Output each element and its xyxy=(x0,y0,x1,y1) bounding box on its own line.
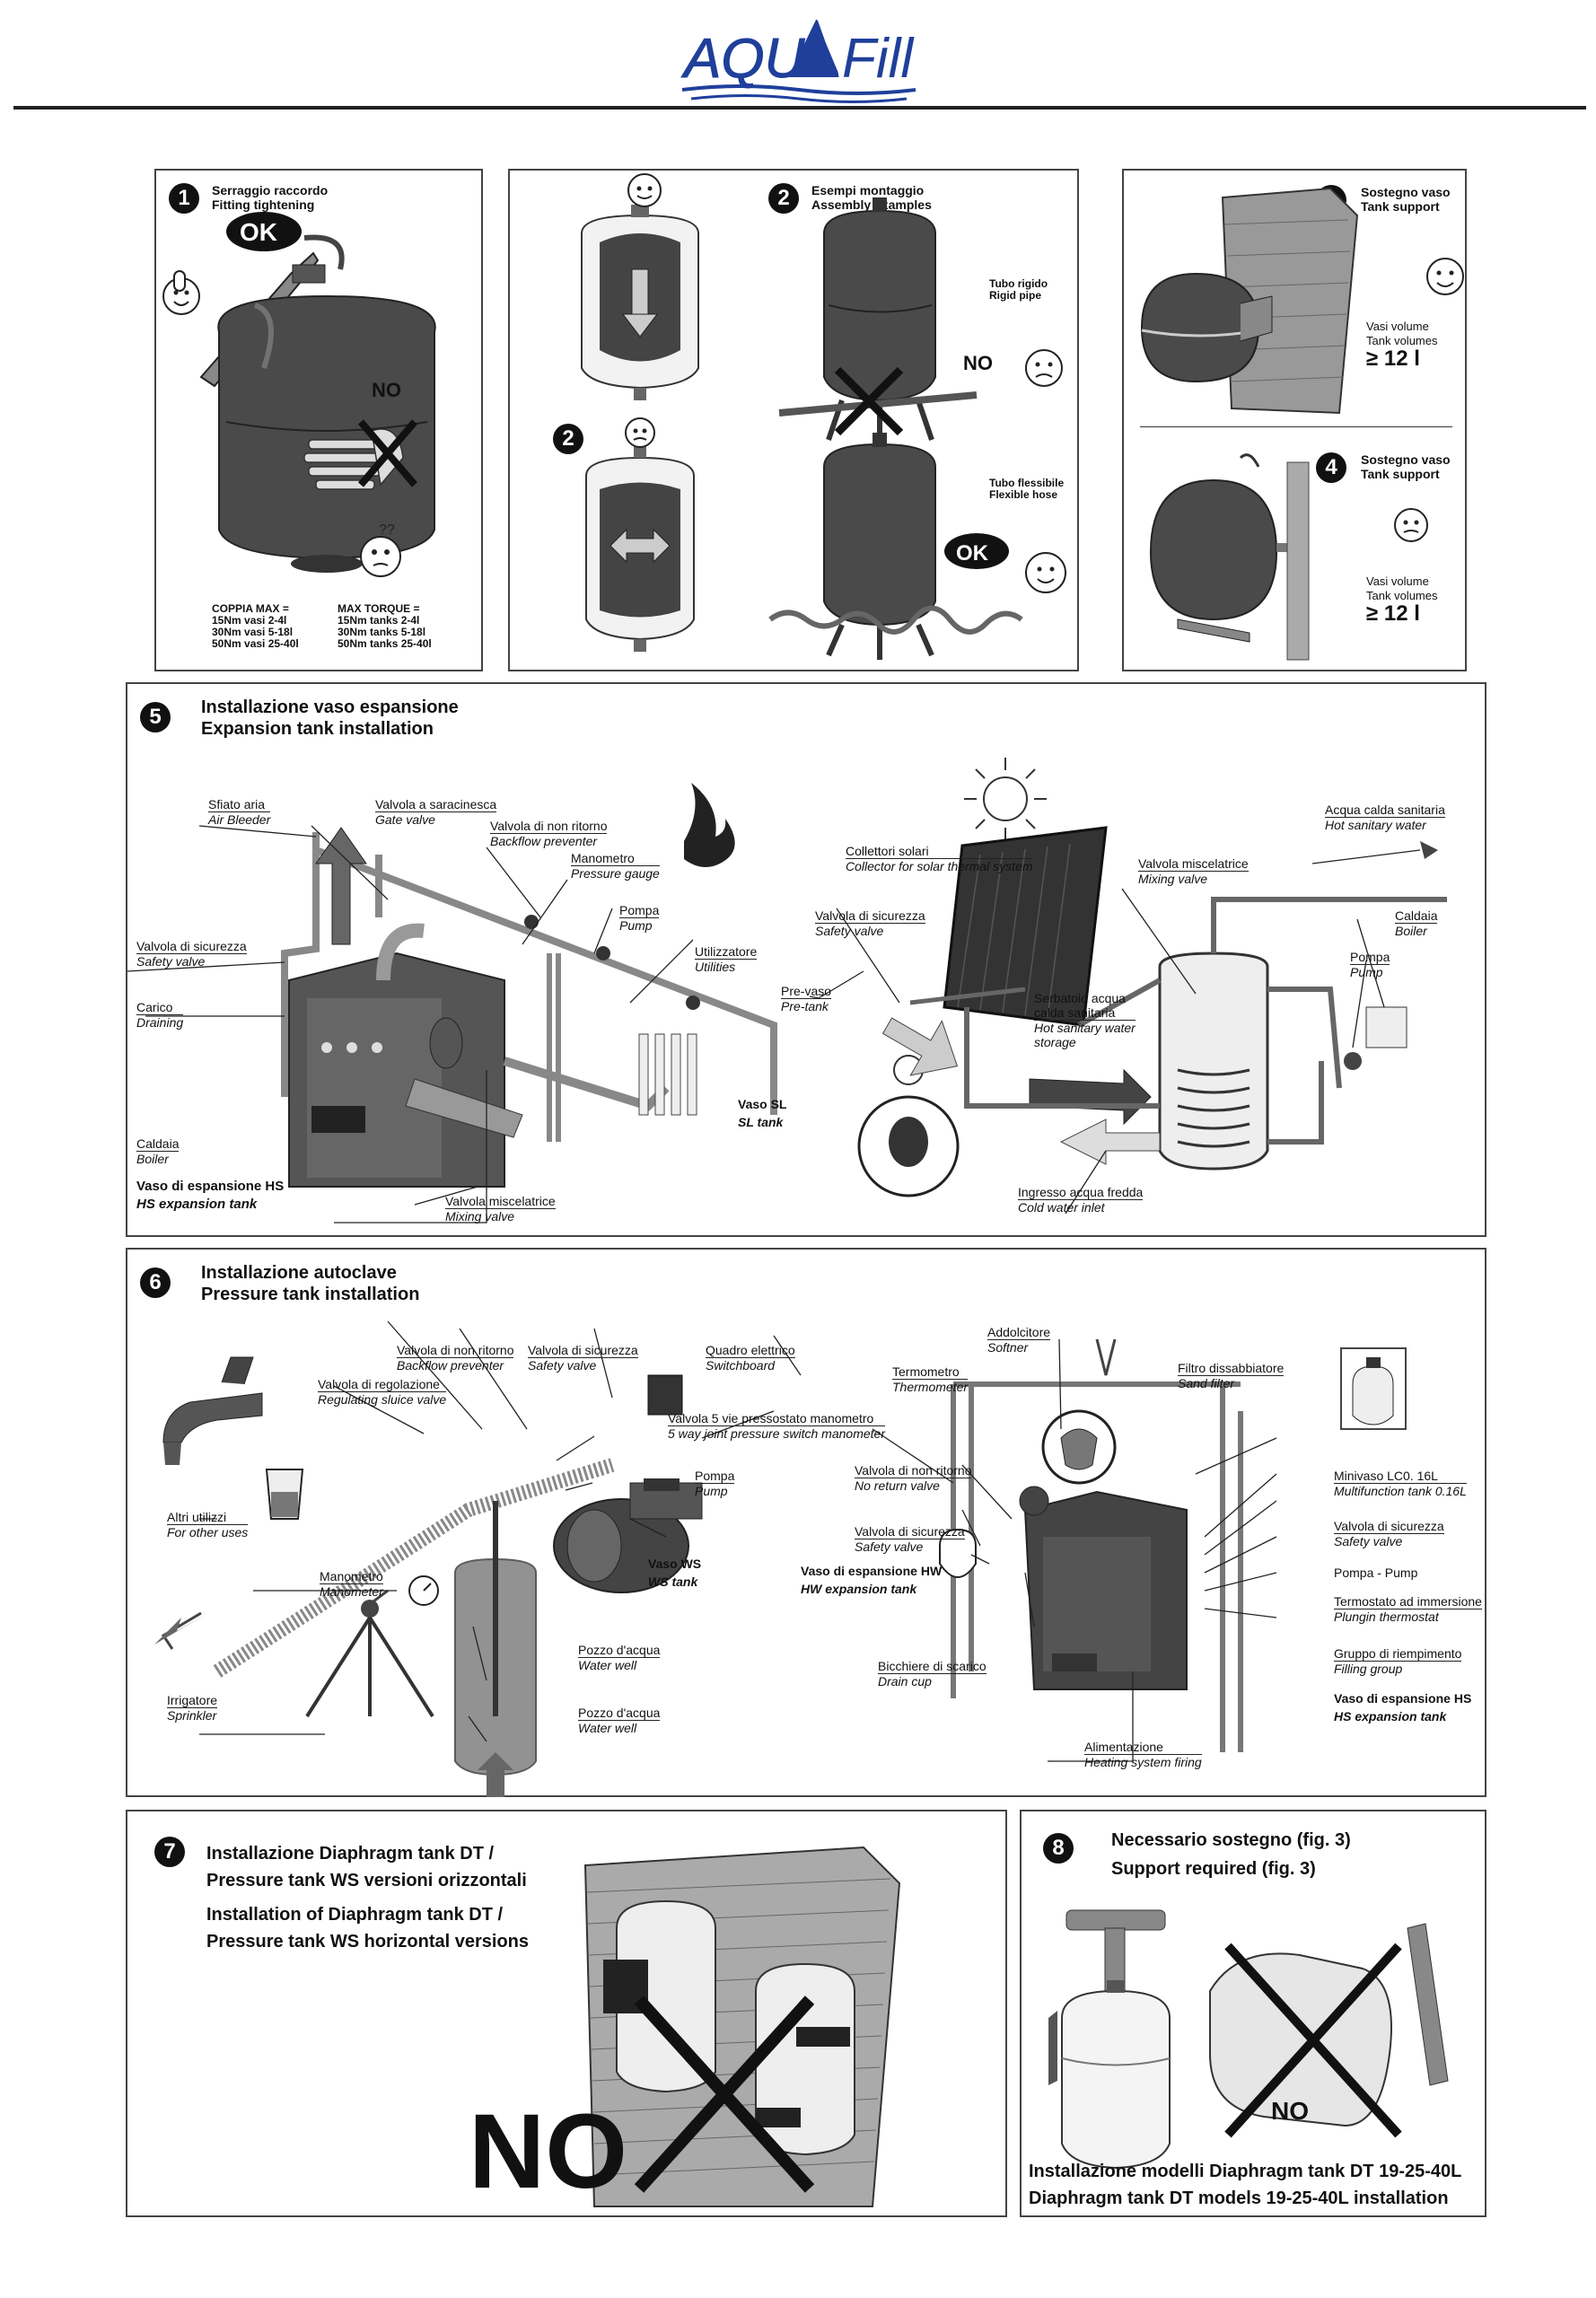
label-pump-2: Pompa - Pump xyxy=(1334,1566,1418,1580)
svg-text:OK: OK xyxy=(240,218,277,246)
step-number: 6 xyxy=(140,1267,171,1298)
step-number: 2 xyxy=(768,183,799,214)
step-number: 5 xyxy=(140,702,171,732)
svg-text:NO: NO xyxy=(963,352,993,374)
pressure-system-diagram xyxy=(154,1320,1407,1797)
panel-horizontal-installation: 7 Installazione Diaphragm tank DT / Pres… xyxy=(126,1810,1007,2217)
footer-caption: Installazione modelli Diaphragm tank DT … xyxy=(1029,2162,1462,2208)
no-mark-text: NO xyxy=(372,379,401,401)
tank-volume-3: Vasi volume Tank volumes ≥ 12 l xyxy=(1366,320,1438,371)
header-rule xyxy=(13,106,1586,110)
no-mark-text: NO xyxy=(469,2092,627,2211)
step-number: 1 xyxy=(169,183,199,214)
heating-circuit-diagram xyxy=(127,758,1447,1224)
step-number-b: 2 xyxy=(553,424,583,454)
horizontal-tanks-on-wall-illustration xyxy=(583,1846,901,2207)
support-illustrations xyxy=(1140,187,1464,661)
panel-support-required: 8 Necessario sostegno (fig. 3)Support re… xyxy=(1020,1810,1486,2217)
assembly-illustrations: NO OK xyxy=(581,173,1066,660)
svg-text:AQU: AQU xyxy=(680,28,806,90)
support-required-illustration xyxy=(1048,1909,1449,2170)
no-mark-text: NO xyxy=(1271,2097,1309,2125)
tank-volume-4: Vasi volume Tank volumes ≥ 12 l xyxy=(1366,574,1438,626)
panel-title: Necessario sostegno (fig. 3)Support requ… xyxy=(1111,1830,1351,1879)
svg-text:OK: OK xyxy=(956,541,989,566)
step-number: 4 xyxy=(1316,452,1346,483)
tank-with-wrench-illustration: OK ?? xyxy=(162,212,436,577)
panel-title: Installazione Diaphragm tank DT / Pressu… xyxy=(206,1844,529,1952)
aquafill-logo: AQU Fill xyxy=(680,16,916,103)
step-number: 7 xyxy=(154,1837,185,1867)
step-number: 8 xyxy=(1043,1833,1074,1864)
svg-text:??: ?? xyxy=(379,522,395,538)
support-divider xyxy=(1140,426,1452,427)
svg-text:Fill: Fill xyxy=(842,28,915,90)
